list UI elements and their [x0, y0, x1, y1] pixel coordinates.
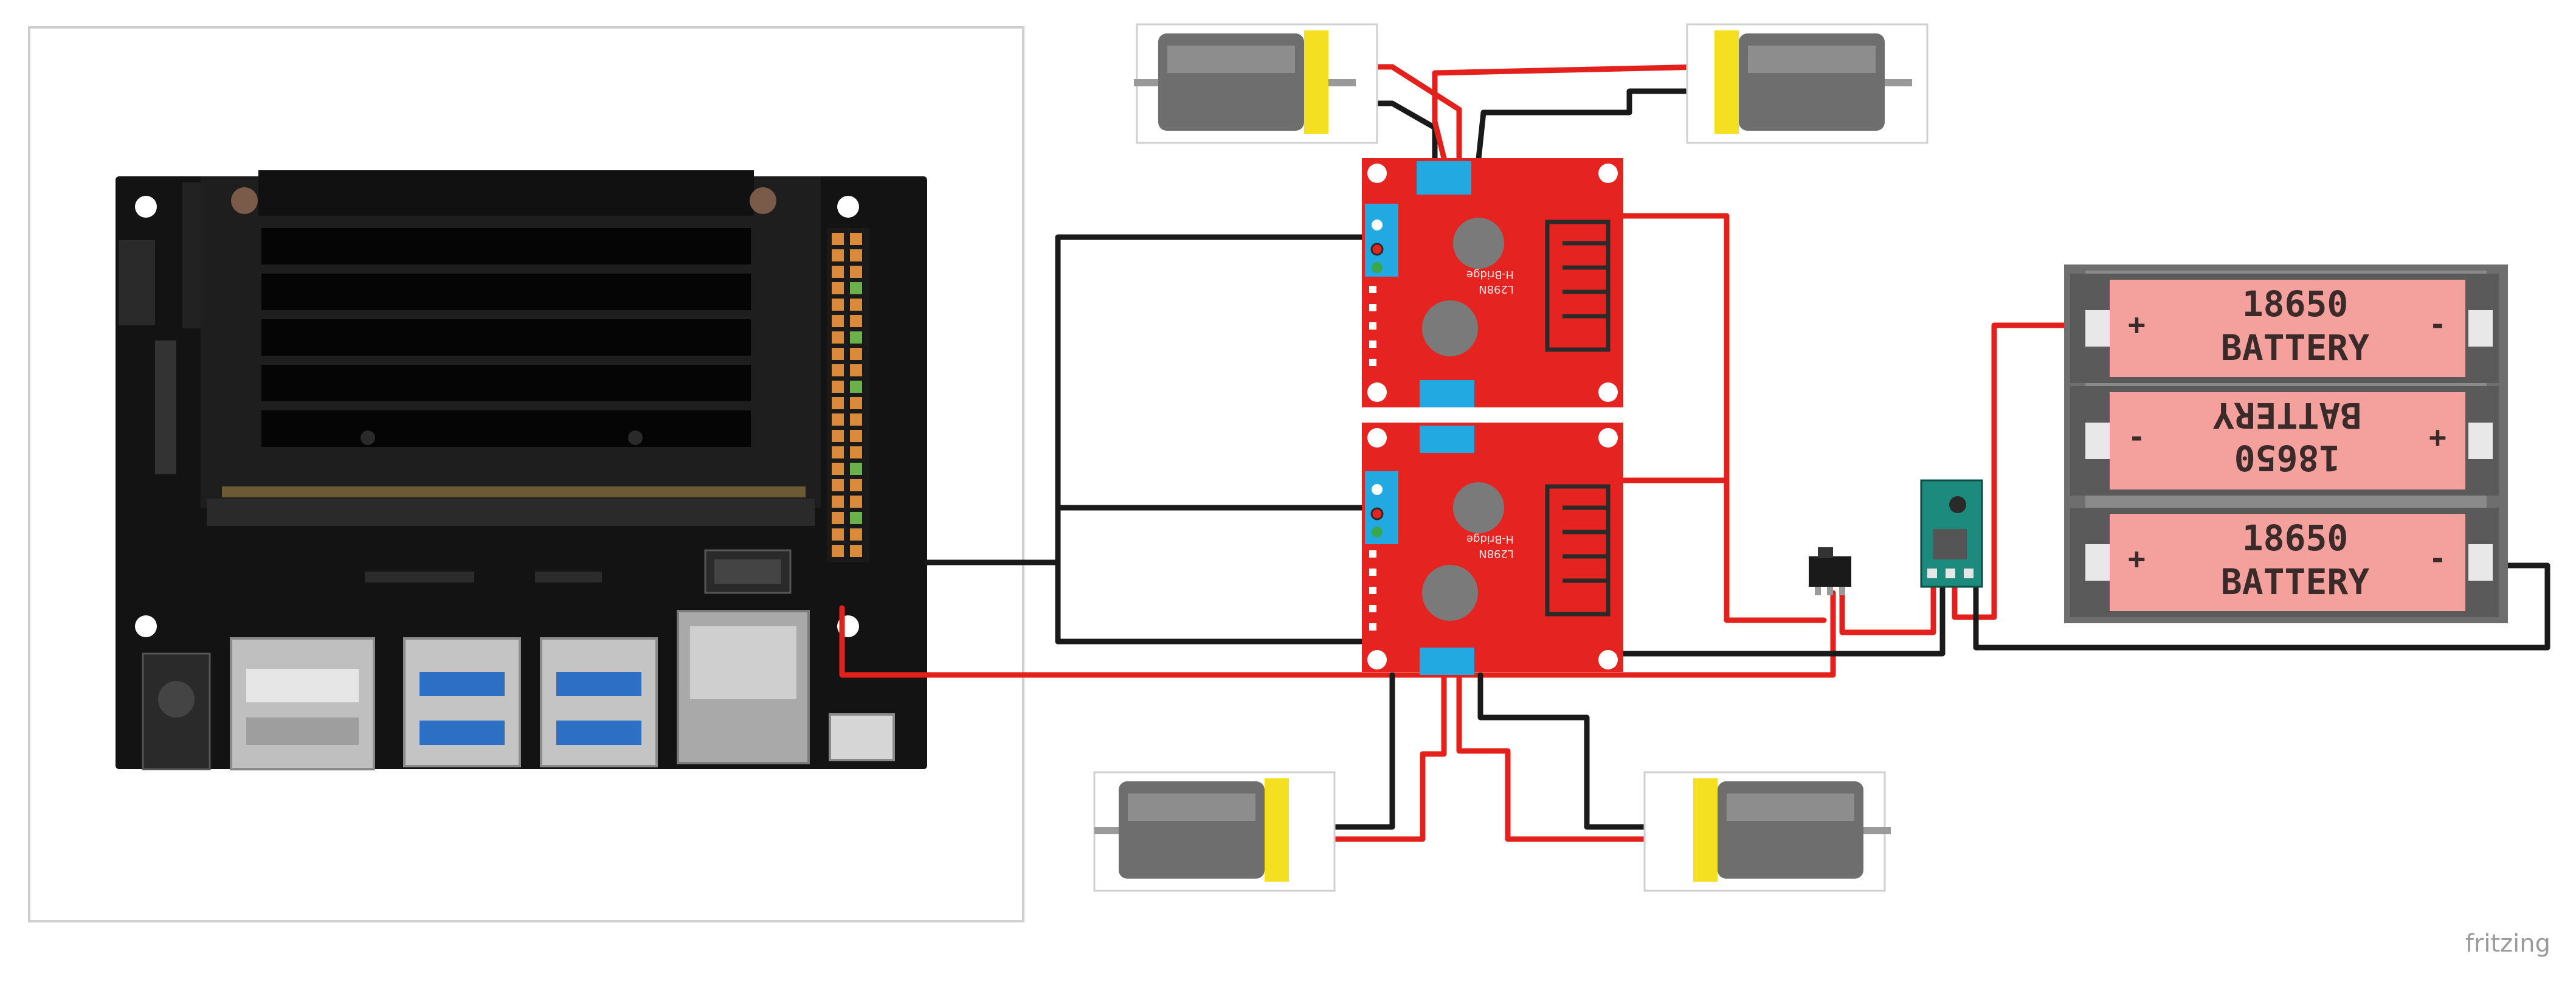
- terminal-block: [1417, 161, 1471, 195]
- battery-minus: -: [2429, 308, 2447, 342]
- battery-label-bottom: BATTERY: [2221, 561, 2370, 603]
- motor-bottom-right: [1643, 771, 1891, 892]
- battery-cell-3: 18650 BATTERY + -: [2070, 508, 2499, 617]
- micro-usb-port: [829, 713, 895, 761]
- battery-label-bottom: BATTERY: [2213, 395, 2362, 436]
- battery-plus: +: [2128, 308, 2146, 342]
- battery-plus: +: [2429, 420, 2447, 454]
- terminal-block: [1420, 648, 1474, 675]
- battery-minus: -: [2128, 420, 2146, 454]
- battery-cell-2: 18650 BATTERY - +: [2070, 386, 2499, 496]
- battery-minus: -: [2429, 542, 2447, 576]
- motor-top-left: [1134, 23, 1378, 144]
- battery-label-bottom: BATTERY: [2221, 327, 2370, 368]
- ethernet-port: [677, 610, 810, 764]
- terminal-block: [1420, 380, 1474, 407]
- usb3-port-1: [403, 637, 521, 767]
- battery-label-top: 18650: [2234, 437, 2341, 479]
- jetson-nano-board: [116, 170, 927, 770]
- motor-bottom-left: [1093, 771, 1336, 892]
- battery-label-top: 18650: [2242, 517, 2349, 559]
- driver-chip-label: L298N: [1479, 547, 1514, 560]
- usb3-port-2: [540, 637, 658, 767]
- motor-top-right: [1686, 23, 1929, 144]
- motor-driver-bottom: L298N H-Bridge: [1362, 423, 1623, 675]
- terminal-block: [1420, 426, 1474, 453]
- heatsink: [201, 170, 821, 526]
- usb-port-left: [230, 637, 375, 770]
- driver-bridge-label: H-Bridge: [1466, 268, 1514, 281]
- power-switch: [1809, 547, 1851, 595]
- battery-cell-1: 18650 BATTERY + -: [2070, 274, 2499, 383]
- terminal-block: [1365, 204, 1398, 277]
- driver-bridge-label: H-Bridge: [1466, 533, 1514, 545]
- battery-label-top: 18650: [2242, 283, 2349, 325]
- gpio-header: [827, 228, 869, 562]
- boost-converter: [1920, 479, 1983, 588]
- motor-driver-top: L298N H-Bridge: [1362, 158, 1623, 407]
- fritzing-watermark: fritzing: [2465, 930, 2550, 958]
- driver-chip-label: L298N: [1479, 283, 1514, 296]
- battery-plus: +: [2128, 542, 2146, 576]
